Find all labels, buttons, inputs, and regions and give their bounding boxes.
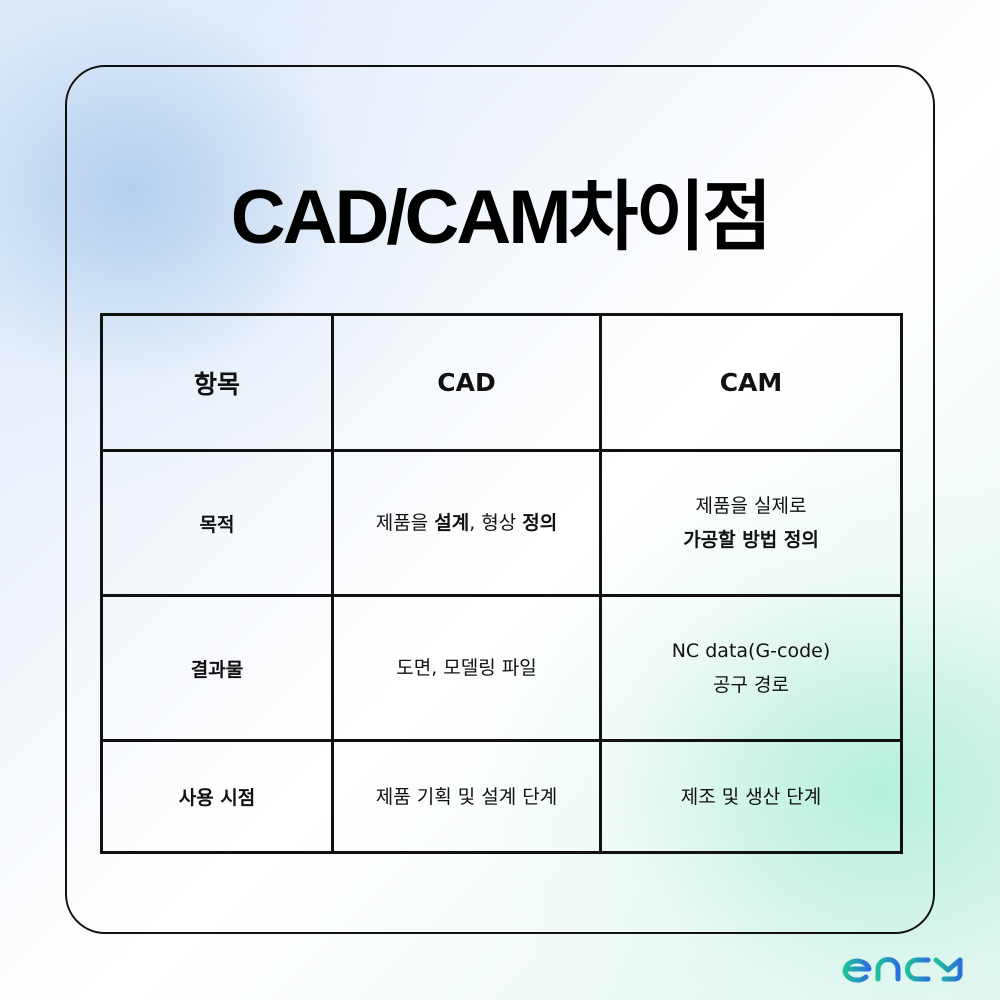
table-row: 사용 시점 제품 기획 및 설계 단계 제조 및 생산 단계 [100, 739, 903, 854]
cam-output-cell: NC data(G-code) 공구 경로 [599, 594, 903, 742]
page-title: CAD/CAM차이점 [230, 175, 773, 260]
row-label-purpose: 목적 [100, 449, 334, 597]
ency-logo-icon [842, 957, 963, 983]
row-label-usage-stage: 사용 시점 [100, 739, 334, 854]
cad-usage-cell: 제품 기획 및 설계 단계 [331, 739, 602, 854]
cad-purpose-bold-design: 설계 [434, 512, 470, 534]
cam-output-line2: 공구 경로 [713, 674, 789, 696]
cam-usage-cell: 제조 및 생산 단계 [599, 739, 903, 854]
cad-output-cell: 도면, 모델링 파일 [331, 594, 602, 742]
row-label-output: 결과물 [100, 594, 334, 742]
table-row: 결과물 도면, 모델링 파일 NC data(G-code) 공구 경로 [100, 594, 903, 742]
comparison-table: 항목 CAD CAM 목적 제품을 설계, 형상 정의 제품을 실제로 가공할 … [100, 313, 903, 854]
content-card [65, 65, 935, 934]
cad-purpose-cell: 제품을 설계, 형상 정의 [331, 449, 602, 597]
header-item: 항목 [100, 313, 334, 452]
cad-purpose-text-mid: , 형상 [469, 512, 523, 534]
header-cam: CAM [599, 313, 903, 452]
cam-purpose-line1: 제품을 실제로 [695, 495, 807, 517]
cam-purpose-line2: 가공할 방법 정의 [683, 529, 819, 551]
cam-output-line1: NC data(G-code) [671, 640, 831, 662]
table-header-row: 항목 CAD CAM [100, 313, 903, 452]
cad-purpose-bold-define: 정의 [522, 512, 558, 534]
cam-purpose-cell: 제품을 실제로 가공할 방법 정의 [599, 449, 903, 597]
cad-purpose-text: 제품을 [375, 512, 435, 534]
header-cad: CAD [331, 313, 602, 452]
table-row: 목적 제품을 설계, 형상 정의 제품을 실제로 가공할 방법 정의 [100, 449, 903, 597]
